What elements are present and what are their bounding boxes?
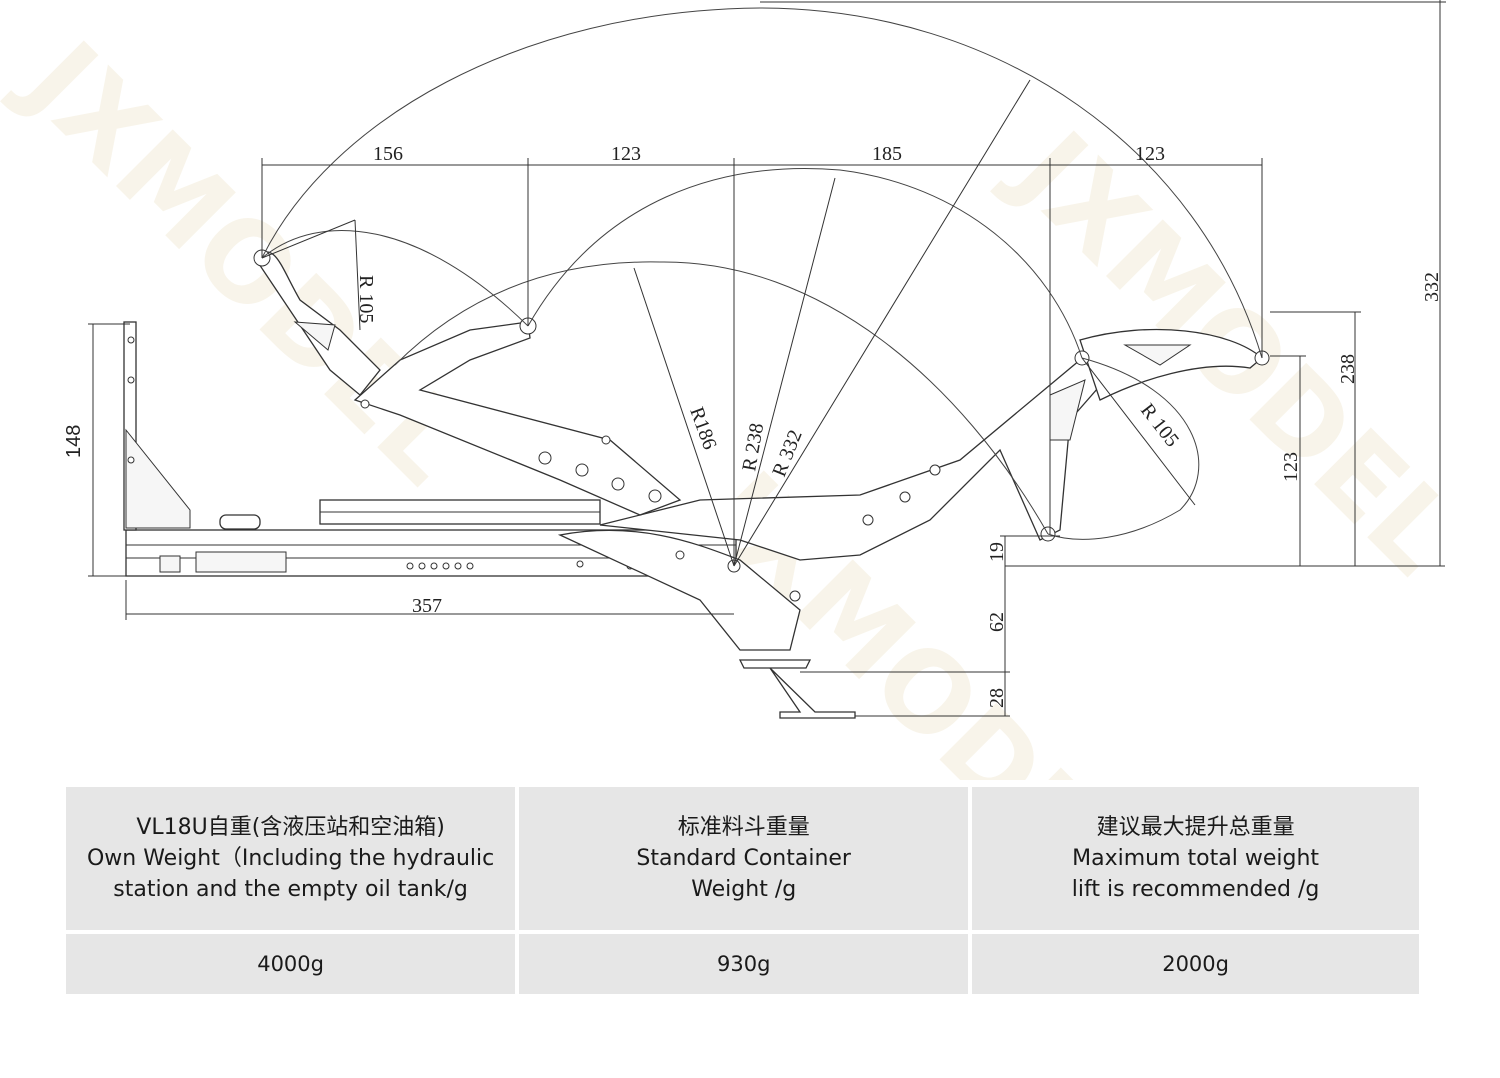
header-own-weight-line-3: station and the empty oil tank/g bbox=[113, 877, 468, 902]
base-frame bbox=[123, 321, 856, 719]
header-own-weight-line-2: Own Weight（Including the hydraulic bbox=[86, 846, 495, 871]
header-container-weight-line-1: 标准料斗重量 bbox=[677, 815, 810, 840]
header-max-lift-line-2: Maximum total weight bbox=[1072, 846, 1320, 871]
spec-table: VL18U自重(含液压站和空油箱) Own Weight（Including t… bbox=[62, 783, 1423, 998]
arm-low bbox=[599, 328, 1270, 561]
dim-123-b: 123 bbox=[1135, 143, 1165, 165]
spec-header-row: VL18U自重(含液压站和空油箱) Own Weight（Including t… bbox=[66, 787, 1419, 930]
dim-28: 28 bbox=[986, 688, 1008, 708]
dim-r105-left: R 105 bbox=[355, 275, 377, 323]
header-container-weight: 标准料斗重量 Standard Container Weight /g bbox=[519, 787, 969, 930]
dim-19: 19 bbox=[986, 542, 1008, 562]
dim-123-a: 123 bbox=[611, 143, 641, 165]
spec-value-row: 4000g 930g 2000g bbox=[66, 934, 1419, 994]
header-own-weight: VL18U自重(含液压站和空油箱) Own Weight（Including t… bbox=[66, 787, 516, 930]
dim-62: 62 bbox=[986, 612, 1008, 632]
dim-r105-right: R 105 bbox=[1136, 400, 1183, 452]
dim-357: 357 bbox=[412, 595, 442, 617]
arm-mid bbox=[353, 317, 682, 516]
dim-185: 185 bbox=[872, 143, 902, 165]
dimension-lines bbox=[88, 0, 1446, 717]
value-own-weight: 4000g bbox=[66, 934, 516, 994]
watermark: JXMODEL JXMODEL JXMODEL bbox=[0, 13, 1482, 780]
dim-148: 148 bbox=[63, 425, 85, 458]
dim-156: 156 bbox=[373, 143, 403, 165]
header-max-lift-line-3: lift is recommended /g bbox=[1071, 877, 1320, 902]
header-container-weight-line-3: Weight /g bbox=[691, 877, 797, 902]
dim-332: 332 bbox=[1421, 272, 1443, 302]
header-container-weight-line-2: Standard Container bbox=[636, 846, 851, 871]
header-own-weight-line-1: VL18U自重(含液压站和空油箱) bbox=[136, 815, 445, 840]
dim-r186: R186 bbox=[685, 404, 720, 452]
value-max-lift: 2000g bbox=[972, 934, 1419, 994]
dim-123-right: 123 bbox=[1280, 452, 1302, 482]
dim-238: 238 bbox=[1337, 354, 1359, 384]
header-max-lift: 建议最大提升总重量 Maximum total weight lift is r… bbox=[972, 787, 1419, 930]
value-container-weight: 930g bbox=[519, 934, 969, 994]
technical-drawing: JXMODEL JXMODEL JXMODEL bbox=[0, 0, 1482, 780]
header-max-lift-line-1: 建议最大提升总重量 bbox=[1096, 815, 1295, 840]
